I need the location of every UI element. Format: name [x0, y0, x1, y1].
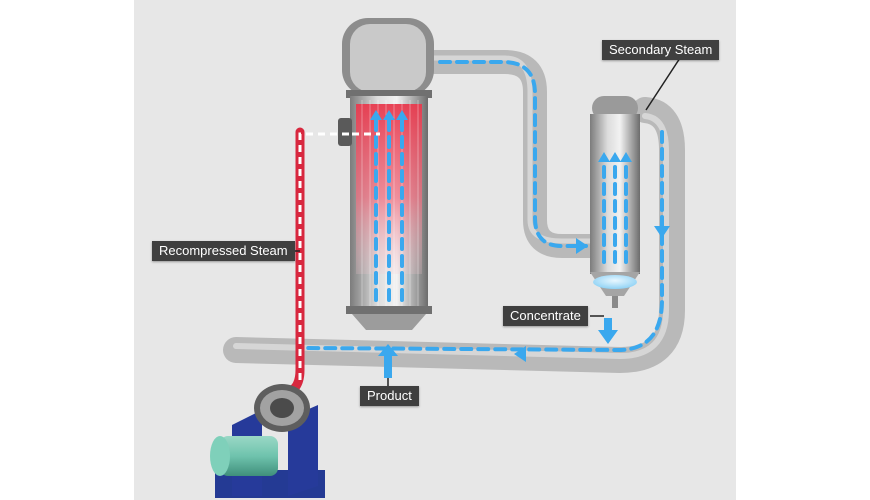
label-concentrate: Concentrate	[503, 306, 588, 326]
vapour-pipe-highlight	[432, 55, 592, 244]
vessel-flange-bottom	[346, 306, 432, 314]
concentrate-outlet-arrow	[598, 318, 618, 344]
secondary-steam-leader	[645, 57, 681, 111]
separator	[590, 96, 640, 308]
compressor-volute	[254, 384, 310, 432]
mechanical-vapour-compressor	[210, 384, 325, 498]
vapour-flow-line	[438, 60, 588, 248]
flow-arrows	[306, 60, 664, 353]
product-flow-line	[306, 130, 664, 353]
flow-arrow-down-1	[654, 226, 670, 238]
product-inlet-arrow	[378, 344, 398, 378]
vapour-pipe	[420, 50, 604, 258]
falling-film-evaporator	[338, 18, 434, 330]
flow-arrow-right-sep	[576, 238, 588, 254]
flow-arrow-up-vessel-3	[396, 110, 408, 120]
vessel-flange-top	[346, 90, 432, 98]
flow-arrow-up-sep-2	[609, 152, 621, 162]
label-secondary-steam: Secondary Steam	[602, 40, 720, 60]
flow-arrow-up-vessel-2	[383, 110, 395, 120]
recompressed-steam-flow	[298, 132, 380, 380]
vessel-bottom-cone	[352, 314, 426, 330]
flow-arrow-up-vessel-1	[370, 110, 382, 120]
product-pipe-highlight	[233, 113, 669, 360]
steam-inlet-flange	[338, 118, 352, 146]
arrow-heads	[370, 110, 670, 378]
flow-arrow-left-1	[514, 346, 526, 362]
label-product: Product	[360, 386, 419, 406]
label-recompressed-steam: Recompressed Steam	[152, 241, 295, 261]
flow-arrow-up-sep-1	[598, 152, 610, 162]
concentrate-liquid	[593, 275, 637, 289]
product-pipe	[223, 97, 685, 373]
label-leader-lines	[282, 57, 681, 387]
flow-arrow-up-sep-3	[620, 152, 632, 162]
compressor-motor	[210, 436, 278, 476]
